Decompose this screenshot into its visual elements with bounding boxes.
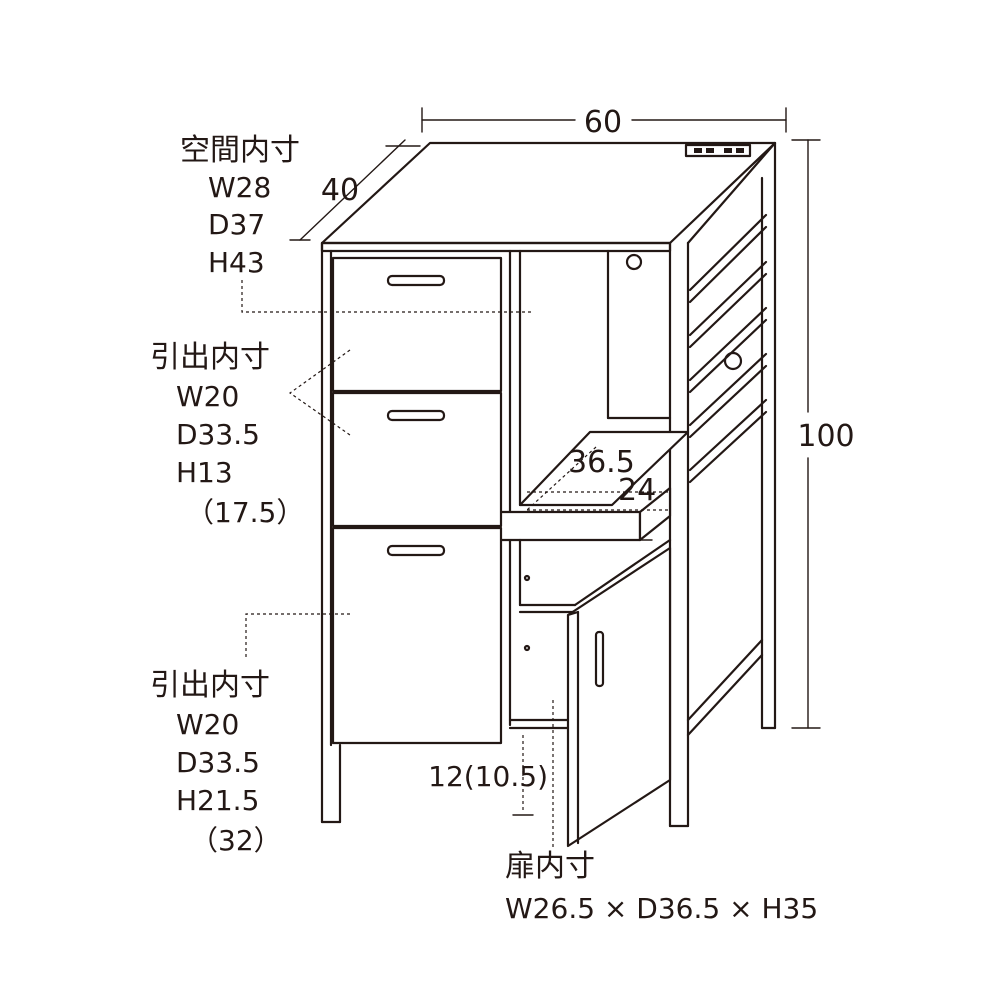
top-panel (320, 141, 777, 245)
drawer-1-handle-icon (386, 274, 446, 287)
shelf-pin-hole-1 (523, 574, 531, 582)
slide-shelf-top (518, 430, 690, 507)
outlet-socket-2 (706, 148, 714, 153)
upper-drawer-leader (288, 349, 351, 436)
slide-shelf-front (490, 510, 642, 542)
front-top-rail (320, 241, 672, 253)
side-cable-hole-icon (723, 351, 743, 371)
height-label: 100 (797, 419, 854, 454)
drawer-1-front (331, 256, 503, 393)
lower-drawer-leader (245, 613, 350, 660)
outlet-socket-4 (736, 148, 744, 153)
cabinet-door (566, 546, 672, 848)
power-outlet-icon (684, 143, 752, 158)
cabinet-drawing (320, 141, 777, 848)
upper-drawer-h: H13 (176, 456, 233, 489)
top-space-w: W28 (208, 171, 271, 204)
depth-dimension-line (299, 139, 406, 241)
drawer-3-front (331, 526, 503, 745)
drawer-3-handle-icon (386, 544, 446, 557)
top-space-leader (241, 280, 532, 313)
outlet-socket-3 (724, 148, 732, 153)
drawer-1 (331, 256, 503, 393)
upper-drawer-alt: （17.5） (186, 496, 304, 529)
top-space-d: D37 (208, 208, 265, 241)
top-space-title: 空間内寸 (180, 133, 300, 168)
door-title: 扉内寸 (505, 849, 595, 884)
upper-drawer-d: D33.5 (176, 418, 260, 451)
top-space-h: H43 (208, 246, 265, 279)
shelf-pin-hole-2 (523, 644, 531, 652)
lower-drawer-h: H21.5 (176, 784, 259, 817)
drawer-2-handle-icon (386, 409, 446, 422)
side-rails (688, 213, 768, 484)
slide-shelf-side (638, 486, 672, 542)
dimension-lines (241, 107, 821, 848)
drawer-2 (331, 391, 503, 528)
upper-drawer-w: W20 (176, 380, 239, 413)
upper-drawer-title: 引出内寸 (150, 340, 270, 375)
floor-clearance-label: 12(10.5) (428, 760, 548, 793)
lower-drawer-d: D33.5 (176, 746, 260, 779)
lower-drawer-w: W20 (176, 708, 239, 741)
drawer-3 (331, 526, 503, 745)
depth-label: 40 (321, 173, 359, 208)
lower-drawer-title: 引出内寸 (150, 668, 270, 703)
door-size: W26.5 × D36.5 × H35 (505, 892, 818, 925)
shelf-depth-label: 36.5 (568, 445, 635, 480)
width-label: 60 (584, 105, 622, 140)
cable-hole-icon (625, 253, 643, 271)
door-handle-icon (594, 630, 605, 688)
lower-drawer-alt: （32） (190, 824, 282, 857)
outlet-socket-1 (694, 148, 702, 153)
drawer-2-front (331, 391, 503, 528)
shelf-width-label: 24 (618, 473, 656, 508)
